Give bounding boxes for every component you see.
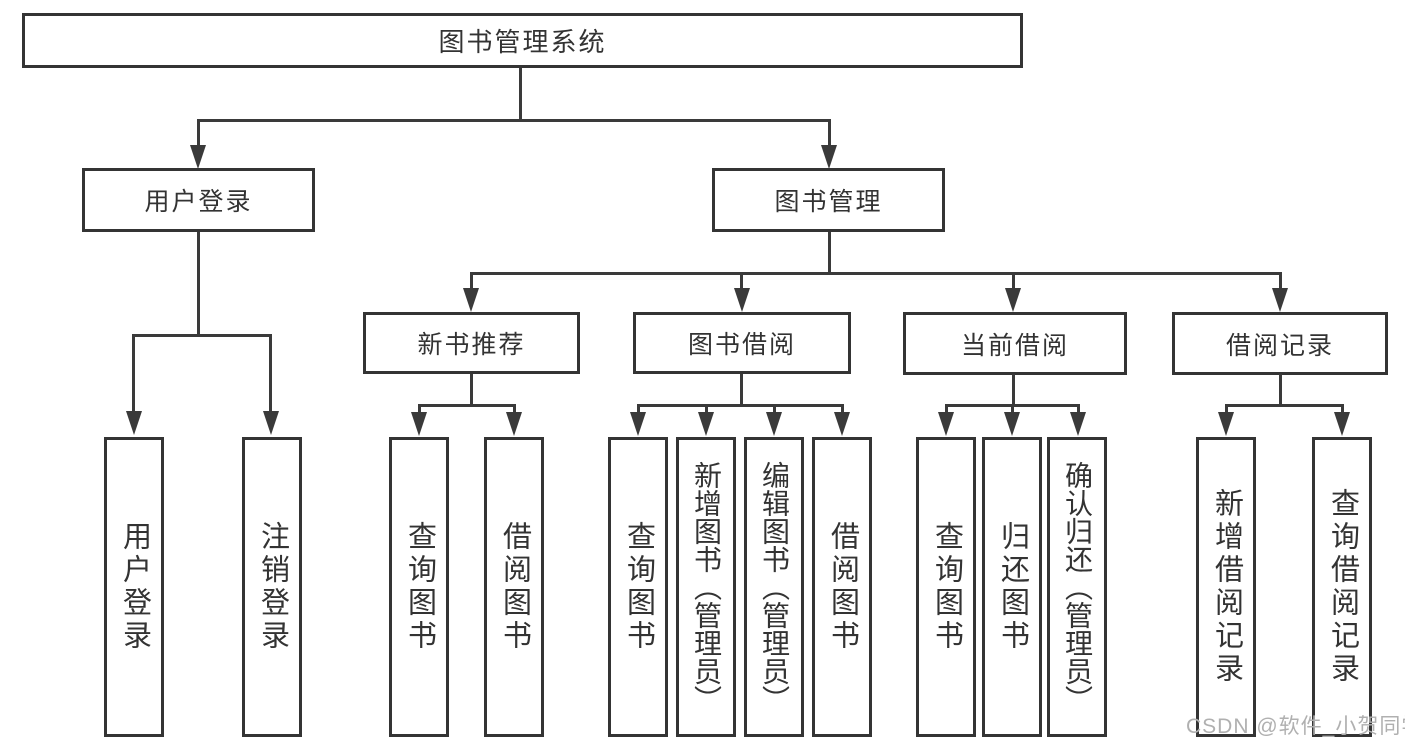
leaf-user-login-label: 用户登录 — [118, 521, 151, 653]
leaf-cb-return: 归还图书 — [982, 437, 1042, 737]
arrowhead-bb-add — [698, 412, 714, 436]
connector-arrow-stem — [1012, 272, 1015, 289]
connector-arrow-stem — [513, 404, 516, 414]
leaf-user-login: 用户登录 — [104, 437, 164, 737]
leaf-cb-query: 查询图书 — [916, 437, 976, 737]
connector-level1-hline — [197, 119, 831, 122]
leaf-nb-query: 查询图书 — [389, 437, 449, 737]
csdn-watermark: CSDN @软件_小贺同学 — [1186, 715, 1405, 738]
node-book-mgmt-label: 图书管理 — [774, 188, 883, 216]
arrowhead-book-borrow — [734, 288, 750, 312]
arrowhead-cb-confirm — [1070, 412, 1086, 436]
node-current-borrow: 当前借阅 — [903, 312, 1127, 375]
arrowhead-book-mgmt — [821, 145, 837, 169]
connector-level2-hline — [470, 272, 1282, 275]
connector-arrow-stem — [1341, 404, 1344, 414]
arrowhead-new-book-rec — [463, 288, 479, 312]
connector-borrow-record-hline — [1225, 404, 1344, 407]
leaf-nb-query-label: 查询图书 — [403, 521, 436, 653]
connector-arrow-stem — [470, 272, 473, 289]
leaf-bb-edit: 编辑图书（管理员） — [744, 437, 804, 737]
connector-arrow-stem — [1011, 404, 1014, 414]
node-new-book-rec: 新书推荐 — [363, 312, 580, 374]
leaf-nb-borrow-label: 借阅图书 — [498, 521, 531, 653]
connector-arrow-stem — [1077, 404, 1080, 414]
node-root: 图书管理系统 — [22, 13, 1023, 68]
leaf-logout-label: 注销登录 — [256, 521, 289, 653]
leaf-bb-query: 查询图书 — [608, 437, 668, 737]
node-user-login: 用户登录 — [82, 168, 315, 232]
node-book-borrow: 图书借阅 — [633, 312, 851, 374]
connector-arrow-stem — [418, 404, 421, 414]
connector-borrow-record-stem — [1279, 374, 1282, 406]
connector-arrow-stem — [705, 404, 708, 414]
connector-user-login-stem — [197, 232, 200, 336]
connector-user-login-hline — [132, 334, 272, 337]
leaf-logout: 注销登录 — [242, 437, 302, 737]
leaf-bb-edit-label: 编辑图书（管理员） — [759, 461, 790, 713]
arrowhead-nb-borrow — [506, 412, 522, 436]
arrowhead-leaf-user-login — [126, 411, 142, 435]
connector-new-book-rec-stem — [470, 374, 473, 406]
arrowhead-current-borrow — [1005, 288, 1021, 312]
leaf-bb-add-label: 新增图书（管理员） — [691, 461, 722, 713]
arrowhead-borrow-record — [1272, 288, 1288, 312]
connector-arrow-stem — [1225, 404, 1228, 414]
leaf-bb-borrow-label: 借阅图书 — [826, 521, 859, 653]
connector-book-borrow-stem — [740, 374, 743, 406]
leaf-bb-borrow: 借阅图书 — [812, 437, 872, 737]
leaf-nb-borrow: 借阅图书 — [484, 437, 544, 737]
arrowhead-cb-return — [1004, 412, 1020, 436]
node-root-label: 图书管理系统 — [438, 27, 607, 57]
node-book-mgmt: 图书管理 — [712, 168, 945, 232]
connector-arrow-stem — [841, 404, 844, 414]
node-borrow-record-label: 借阅记录 — [1225, 331, 1334, 360]
leaf-bb-add: 新增图书（管理员） — [676, 437, 736, 737]
arrowhead-bb-edit — [766, 412, 782, 436]
connector-root-stem — [519, 68, 522, 121]
connector-arrow-stem — [1279, 272, 1282, 289]
leaf-br-query: 查询借阅记录 — [1312, 437, 1372, 737]
node-new-book-rec-label: 新书推荐 — [417, 331, 526, 359]
connector-arrow-stem — [269, 334, 272, 412]
leaf-bb-query-label: 查询图书 — [622, 521, 655, 653]
leaf-cb-query-label: 查询图书 — [930, 521, 963, 653]
connector-arrow-stem — [637, 404, 640, 414]
arrowhead-br-query — [1334, 412, 1350, 436]
connector-arrow-stem — [773, 404, 776, 414]
leaf-br-query-label: 查询借阅记录 — [1326, 488, 1359, 686]
connector-new-book-rec-hline — [418, 404, 516, 407]
connector-arrow-stem — [828, 119, 831, 147]
arrowhead-nb-query — [411, 412, 427, 436]
node-current-borrow-label: 当前借阅 — [960, 331, 1069, 360]
node-book-borrow-label: 图书借阅 — [687, 331, 796, 359]
connector-current-borrow-stem — [1012, 374, 1015, 406]
arrowhead-bb-borrow — [834, 412, 850, 436]
arrowhead-user-login — [190, 145, 206, 169]
leaf-cb-return-label: 归还图书 — [996, 521, 1029, 653]
leaf-cb-confirm: 确认归还（管理员） — [1047, 437, 1107, 737]
connector-arrow-stem — [132, 334, 135, 412]
connector-book-mgmt-stem — [828, 232, 831, 274]
connector-arrow-stem — [945, 404, 948, 414]
leaf-br-add-label: 新增借阅记录 — [1210, 488, 1243, 686]
leaf-cb-confirm-label: 确认归还（管理员） — [1062, 461, 1093, 713]
node-borrow-record: 借阅记录 — [1172, 312, 1388, 375]
node-user-login-label: 用户登录 — [144, 188, 253, 216]
arrowhead-leaf-logout — [263, 411, 279, 435]
arrowhead-bb-query — [630, 412, 646, 436]
arrowhead-cb-query — [938, 412, 954, 436]
leaf-br-add: 新增借阅记录 — [1196, 437, 1256, 737]
connector-book-borrow-hline — [637, 404, 844, 407]
connector-arrow-stem — [197, 119, 200, 147]
connector-arrow-stem — [740, 272, 743, 289]
arrowhead-br-add — [1218, 412, 1234, 436]
